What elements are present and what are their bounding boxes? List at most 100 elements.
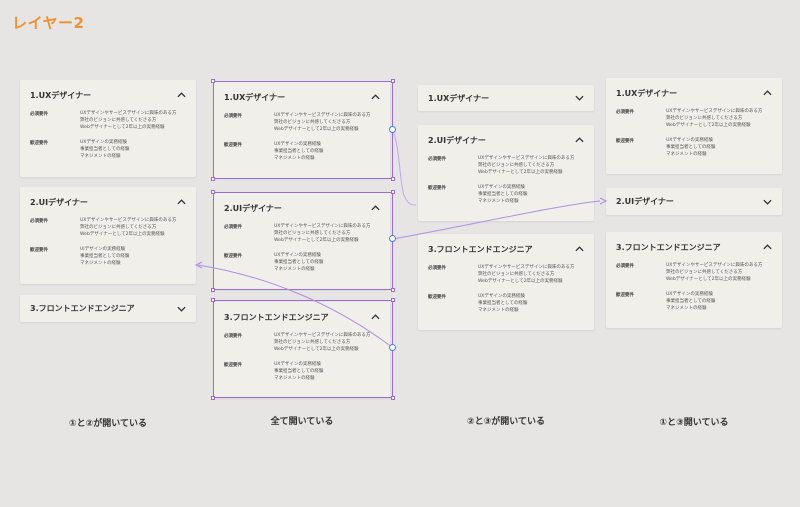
- accordion-ux-open[interactable]: 1.UXデザイナー 必須要件 UXデザインやサービスデザインに興味のある方弊社の…: [606, 78, 782, 174]
- accordion-ux-open[interactable]: 1.UXデザイナー 必須要件 UXデザインやサービスデザインに興味のある方弊社の…: [20, 80, 196, 177]
- req-line: Webデザイナーとして2年以上の実務経験: [666, 123, 751, 128]
- resize-handle[interactable]: [391, 79, 395, 83]
- accordion-header[interactable]: 2.UIデザイナー: [20, 187, 196, 217]
- resize-handle[interactable]: [391, 177, 395, 181]
- wel-line: UXデザインの実務経験: [274, 253, 321, 258]
- chevron-up-icon[interactable]: [176, 90, 186, 100]
- accordion-header[interactable]: 2.UIデザイナー: [214, 193, 390, 223]
- caption-variant-4: ①と③開いている: [659, 418, 729, 428]
- connector-node[interactable]: [389, 235, 396, 242]
- req-line: Webデザイナーとして2年以上の実務経験: [274, 347, 359, 352]
- req-line: Webデザイナーとして2年以上の実務経験: [274, 127, 359, 132]
- chevron-up-icon[interactable]: [370, 92, 380, 102]
- wel-line: UXデザインの実務経験: [478, 294, 525, 299]
- welcome-label: 歓迎要件: [224, 254, 242, 259]
- req-line: UXデザインやサービスデザインに興味のある方: [80, 111, 177, 116]
- accordion-title: 3.フロントエンドエンジニア: [224, 312, 329, 322]
- accordion-fe-open[interactable]: 3.フロントエンドエンジニア 必須要件 UXデザインやサービスデザインに興味のあ…: [214, 302, 390, 398]
- accordion-title: 2.UIデザイナー: [224, 203, 282, 213]
- req-line: UXデザインやサービスデザインに興味のある方: [666, 263, 763, 268]
- wel-line: 事業担当者としての経験: [80, 254, 130, 259]
- req-line: UXデザインやサービスデザインに興味のある方: [274, 333, 371, 338]
- accordion-ui-open[interactable]: 2.UIデザイナー 必須要件 UXデザインやサービスデザインに興味のある方弊社の…: [214, 193, 390, 289]
- accordion-ui-closed[interactable]: 2.UIデザイナー: [606, 188, 782, 215]
- accordion-header[interactable]: 3.フロントエンドエンジニア: [418, 234, 594, 264]
- wel-line: UXデザインの実務経験: [478, 185, 525, 190]
- accordion-fe-open[interactable]: 3.フロントエンドエンジニア 必須要件 UXデザインやサービスデザインに興味のあ…: [418, 234, 594, 330]
- requirement-label: 必須要件: [428, 157, 446, 162]
- req-line: 弊社のビジョンに共感してくださる方: [274, 340, 351, 345]
- accordion-header[interactable]: 3.フロントエンドエンジニア: [606, 232, 782, 262]
- wel-line: マネジメントの経験: [274, 267, 315, 272]
- resize-handle[interactable]: [211, 190, 215, 194]
- req-line: 弊社のビジョンに共感してくださる方: [80, 118, 157, 123]
- accordion-ui-open[interactable]: 2.UIデザイナー 必須要件 UXデザインやサービスデザインに興味のある方弊社の…: [20, 187, 196, 284]
- layer-title: レイヤー2: [12, 14, 85, 32]
- wel-line: UXデザインの実務経験: [666, 138, 713, 143]
- accordion-header[interactable]: 3.フロントエンドエンジニア: [214, 302, 390, 332]
- accordion-header[interactable]: 1.UXデザイナー: [214, 82, 390, 112]
- accordion-header[interactable]: 3.フロントエンドエンジニア: [20, 295, 196, 322]
- accordion-title: 1.UXデザイナー: [428, 93, 490, 103]
- wel-line: マネジメントの経験: [666, 306, 707, 311]
- wel-line: UXデザインの実務経験: [274, 142, 321, 147]
- resize-handle[interactable]: [391, 190, 395, 194]
- connector-node[interactable]: [389, 126, 396, 133]
- chevron-up-icon[interactable]: [370, 203, 380, 213]
- accordion-fe-open[interactable]: 3.フロントエンドエンジニア 必須要件 UXデザインやサービスデザインに興味のあ…: [606, 232, 782, 328]
- wel-line: 事業担当者としての経験: [274, 149, 324, 154]
- requirement-label: 必須要件: [616, 264, 634, 269]
- wel-line: 事業担当者としての経験: [666, 145, 716, 150]
- resize-handle[interactable]: [211, 298, 215, 302]
- accordion-header[interactable]: 2.UIデザイナー: [418, 125, 594, 155]
- connector-line: [392, 129, 417, 206]
- accordion-title: 3.フロントエンドエンジニア: [30, 304, 135, 313]
- wel-line: マネジメントの経験: [478, 308, 519, 313]
- wel-line: UXデザインの実務経験: [666, 292, 713, 297]
- req-line: 弊社のビジョンに共感してくださる方: [274, 120, 351, 125]
- chevron-up-icon[interactable]: [762, 88, 772, 98]
- req-line: UXデザインやサービスデザインに興味のある方: [666, 109, 763, 114]
- accordion-header[interactable]: 2.UIデザイナー: [606, 188, 782, 215]
- chevron-up-icon[interactable]: [370, 312, 380, 322]
- req-line: UXデザインやサービスデザインに興味のある方: [274, 224, 371, 229]
- requirement-label: 必須要件: [224, 225, 242, 230]
- welcome-label: 歓迎要件: [616, 293, 634, 298]
- resize-handle[interactable]: [211, 396, 215, 400]
- accordion-ux-open[interactable]: 1.UXデザイナー 必須要件 UXデザインやサービスデザインに興味のある方弊社の…: [214, 82, 390, 178]
- wel-line: 事業担当者としての経験: [274, 369, 324, 374]
- resize-handle[interactable]: [211, 288, 215, 292]
- req-line: 弊社のビジョンに共感してくださる方: [274, 231, 351, 236]
- chevron-up-icon[interactable]: [574, 244, 584, 254]
- req-line: 弊社のビジョンに共感してくださる方: [478, 272, 555, 277]
- accordion-ui-open[interactable]: 2.UIデザイナー 必須要件 UXデザインやサービスデザインに興味のある方弊社の…: [418, 125, 594, 221]
- chevron-down-icon[interactable]: [574, 93, 584, 103]
- connector-node[interactable]: [389, 344, 396, 351]
- chevron-up-icon[interactable]: [762, 242, 772, 252]
- welcome-label: 歓迎要件: [428, 186, 446, 191]
- req-line: Webデザイナーとして2年以上の実務経験: [80, 232, 165, 237]
- wel-line: 事業担当者としての経験: [666, 299, 716, 304]
- req-line: 弊社のビジョンに共感してくださる方: [478, 163, 555, 168]
- req-line: 弊社のビジョンに共感してくださる方: [80, 225, 157, 230]
- chevron-up-icon[interactable]: [176, 197, 186, 207]
- chevron-up-icon[interactable]: [574, 135, 584, 145]
- resize-handle[interactable]: [391, 288, 395, 292]
- resize-handle[interactable]: [211, 79, 215, 83]
- chevron-down-icon[interactable]: [762, 197, 772, 207]
- welcome-label: 歓迎要件: [224, 363, 242, 368]
- resize-handle[interactable]: [211, 177, 215, 181]
- accordion-title: 1.UXデザイナー: [224, 92, 286, 102]
- req-line: Webデザイナーとして2年以上の実務経験: [274, 238, 359, 243]
- resize-handle[interactable]: [391, 298, 395, 302]
- requirement-label: 必須要件: [428, 266, 446, 271]
- accordion-header[interactable]: 1.UXデザイナー: [606, 78, 782, 108]
- resize-handle[interactable]: [391, 396, 395, 400]
- accordion-header[interactable]: 1.UXデザイナー: [418, 85, 594, 111]
- chevron-down-icon[interactable]: [176, 304, 186, 314]
- accordion-title: 1.UXデザイナー: [30, 90, 92, 100]
- wel-line: 事業担当者としての経験: [80, 147, 130, 152]
- accordion-fe-closed[interactable]: 3.フロントエンドエンジニア: [20, 295, 196, 322]
- accordion-header[interactable]: 1.UXデザイナー: [20, 80, 196, 110]
- accordion-ux-closed[interactable]: 1.UXデザイナー: [418, 85, 594, 111]
